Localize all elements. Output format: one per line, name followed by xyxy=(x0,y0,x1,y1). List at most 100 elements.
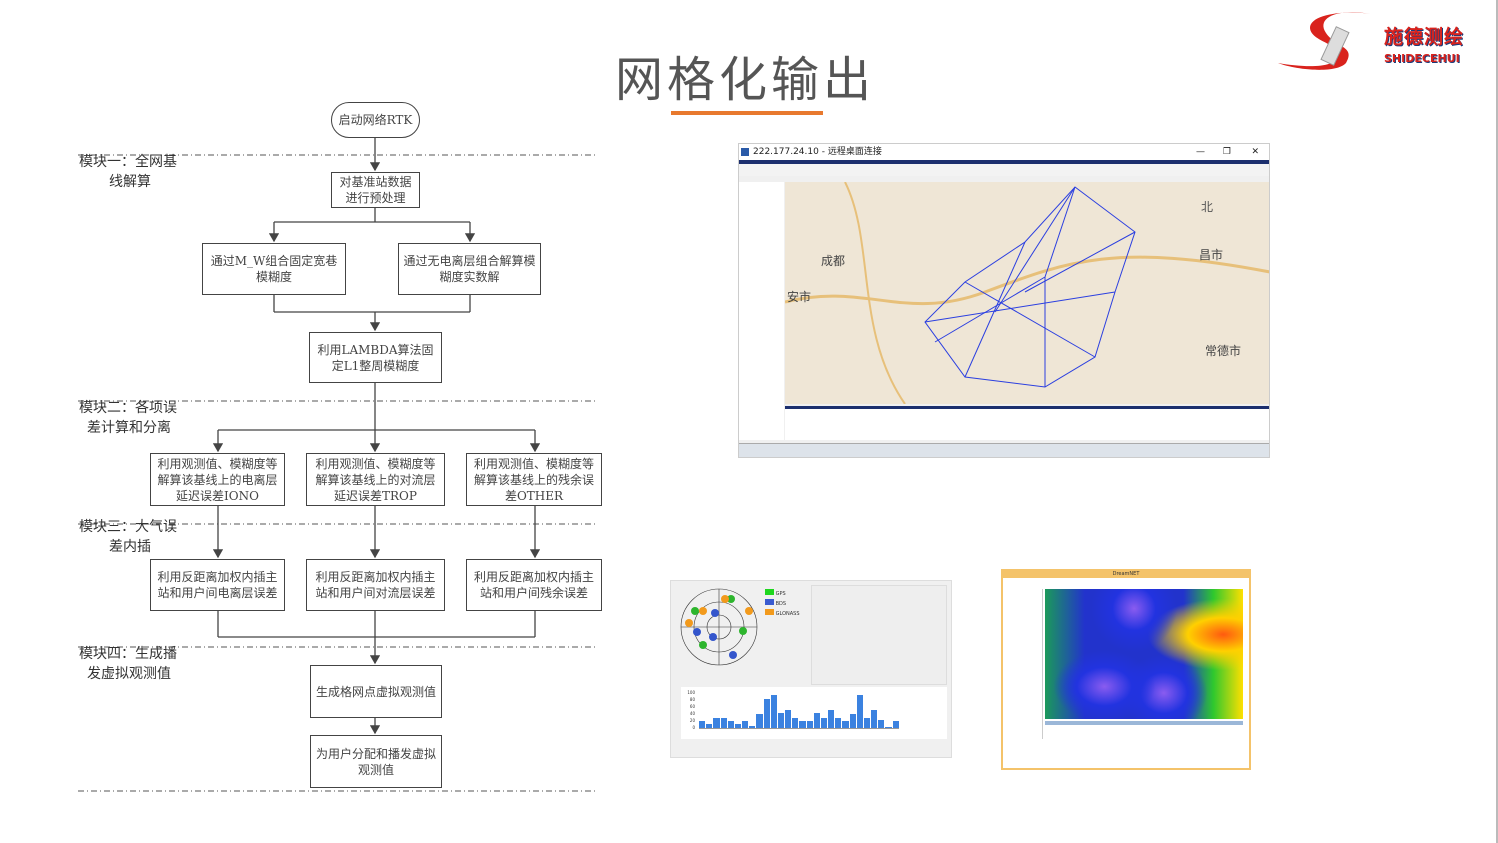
slide-edge xyxy=(1496,0,1498,843)
map-label: 安市 xyxy=(787,290,812,304)
restore-button[interactable]: ❐ xyxy=(1222,147,1231,157)
dreamnet-title: DreamNET xyxy=(1003,571,1249,578)
company-logo: 施德测绘 SHIDECEHUI xyxy=(1276,8,1486,74)
station-network-map[interactable]: 成都 安市 北 昌市 常德市 xyxy=(784,181,1269,405)
broadcast-node: 为用户分配和播发虚拟观测值 xyxy=(310,735,442,788)
flowchart-connectors xyxy=(78,138,596,792)
bar xyxy=(756,713,763,728)
bar xyxy=(806,720,813,728)
bar xyxy=(813,713,820,728)
y-tick-label: 60 xyxy=(689,704,695,709)
legend-item-bds[interactable]: BDS xyxy=(765,599,800,609)
bar xyxy=(763,699,770,728)
bar xyxy=(863,717,871,728)
module-4-label: 模块四：生成播发虚拟观测值 xyxy=(79,644,177,684)
trop-interp-node: 利用反距离加权内插主站和用户间对流层误差 xyxy=(306,559,445,611)
y-tick-label: 20 xyxy=(689,718,695,723)
legend-label: GLONASS xyxy=(775,611,800,617)
y-tick-label: 100 xyxy=(687,690,695,695)
bar xyxy=(828,710,835,728)
minimize-button[interactable]: — xyxy=(1196,147,1205,157)
bar xyxy=(713,717,720,728)
map-label: 北 xyxy=(1201,200,1214,214)
y-tick-label: 40 xyxy=(689,711,695,716)
logo-text-en: SHIDECEHUI xyxy=(1384,52,1460,65)
bar xyxy=(878,719,885,728)
dreamnet-tree[interactable] xyxy=(1003,589,1043,739)
module-label-line: 线解算 xyxy=(109,174,151,190)
dreamnet-screenshot: DreamNET xyxy=(1001,569,1251,770)
dreamnet-log xyxy=(1045,721,1243,759)
logo-s-icon xyxy=(1278,12,1371,70)
grid-obs-node: 生成格网点虚拟观测值 xyxy=(310,665,442,718)
lambda-node: 利用LAMBDA算法固定L1整周模糊度 xyxy=(309,332,442,383)
bar xyxy=(727,720,734,728)
slide-title: 网格化输出 xyxy=(614,52,875,108)
iono-free-node: 通过无电离层组合解算模糊度实数解 xyxy=(398,243,541,295)
bar xyxy=(734,724,742,728)
legend-item-glonass[interactable]: GLONASS xyxy=(765,609,800,619)
module-label-line: 模块四：生成播 xyxy=(79,646,177,662)
bar xyxy=(770,695,777,728)
y-tick-label: 0 xyxy=(692,725,695,730)
module-label-line: 差内插 xyxy=(109,539,151,555)
legend-label: BDS xyxy=(775,601,787,607)
error-contour-map[interactable] xyxy=(1045,589,1243,719)
rdp-app-icon xyxy=(741,148,749,156)
ambiguity-bar-chart: 100 80 60 40 20 0 xyxy=(681,687,947,739)
bar xyxy=(799,720,806,728)
map-label: 成都 xyxy=(821,254,846,268)
module-1-label: 模块一：全网基线解算 xyxy=(79,152,177,192)
other-interp-node: 利用反距离加权内插主站和用户间残余误差 xyxy=(466,559,602,611)
skyplot-chart xyxy=(680,588,758,666)
module-label-line: 模块一：全网基 xyxy=(79,154,177,170)
bar xyxy=(699,720,706,728)
start-node: 启动网络RTK xyxy=(331,102,420,138)
module-label-line: 差计算和分离 xyxy=(87,420,171,436)
bar xyxy=(842,720,849,728)
bar xyxy=(742,720,749,728)
legend-label: GPS xyxy=(775,591,786,597)
title-underline xyxy=(671,111,823,115)
bar xyxy=(892,720,899,728)
trop-error-node: 利用观测值、模糊度等解算该基线上的对流层延迟误差TROP xyxy=(306,453,445,506)
y-tick-label: 80 xyxy=(689,697,695,702)
station-tree[interactable] xyxy=(739,182,784,440)
bar xyxy=(820,717,828,728)
bar xyxy=(720,717,727,728)
map-label: 常德市 xyxy=(1205,344,1242,358)
bar xyxy=(856,695,863,728)
legend-item-gps[interactable]: GPS xyxy=(765,589,800,599)
other-error-node: 利用观测值、模糊度等解算该基线上的残余误差OTHER xyxy=(466,453,602,506)
preprocess-node: 对基准站数据进行预处理 xyxy=(331,172,420,208)
close-button[interactable]: ✕ xyxy=(1251,147,1259,157)
logo-text: 施德测绘 xyxy=(1384,26,1465,48)
bar xyxy=(835,717,842,728)
bar xyxy=(706,724,713,728)
rdp-title: 222.177.24.10 - 远程桌面连接 xyxy=(753,147,882,157)
map-label: 昌市 xyxy=(1199,248,1224,262)
bar xyxy=(871,710,878,728)
baseline-network xyxy=(784,181,1269,405)
mw-node: 通过M_W组合固定宽巷模糊度 xyxy=(202,243,346,295)
bar xyxy=(885,726,892,728)
bar xyxy=(777,713,785,728)
module-3-label: 模块三：大气误差内插 xyxy=(79,517,177,557)
module-label-line: 模块三：大气误 xyxy=(79,519,177,535)
bar xyxy=(749,726,756,728)
skyplot-screenshot: GPS BDS GLONASS 100 80 60 40 20 0 xyxy=(670,580,952,758)
module-label-line: 发虚拟观测值 xyxy=(87,666,171,682)
iono-error-node: 利用观测值、模糊度等解算该基线上的电离层延迟误差IONO xyxy=(150,453,285,506)
rdp-titlebar: 222.177.24.10 - 远程桌面连接 — ❐ ✕ xyxy=(739,144,1269,160)
app-menubar[interactable] xyxy=(739,164,1269,176)
module-2-label: 模块二：各项误差计算和分离 xyxy=(79,398,177,438)
module-label-line: 模块二：各项误 xyxy=(79,400,177,416)
remote-desktop-screenshot: 222.177.24.10 - 远程桌面连接 — ❐ ✕ 成都 安市 北 昌市 … xyxy=(738,143,1270,458)
app-titlebar xyxy=(739,160,1269,164)
taskbar xyxy=(739,443,1269,457)
bar xyxy=(849,713,856,728)
position-panel xyxy=(811,585,947,685)
bar xyxy=(792,717,799,728)
log-panel xyxy=(785,406,1269,440)
bar xyxy=(785,710,792,728)
